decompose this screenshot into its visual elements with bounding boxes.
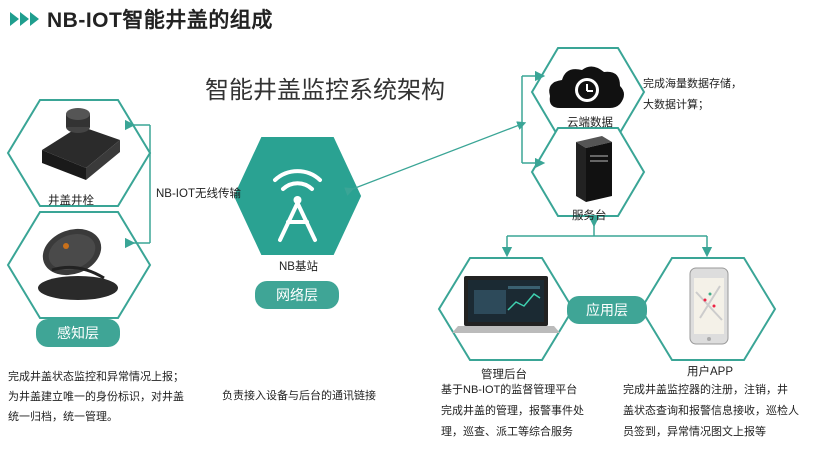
- app-desc-line: 员签到，异常情况图文上报等: [623, 426, 766, 438]
- phone-icon: [689, 267, 729, 345]
- perception-desc-line: 统一归档，统一管理。: [8, 411, 118, 423]
- network-description: 负责接入设备与后台的通讯链接: [222, 390, 376, 402]
- laptop-icon: [452, 276, 560, 333]
- backend-desc-line: 理，巡查、派工等综合服务: [441, 426, 573, 438]
- backend-desc-line: 基于NB-IOT的监督管理平台: [441, 384, 578, 396]
- cloud-desc-line: 大数据计算；: [643, 99, 709, 111]
- perception-bracket: [124, 119, 151, 249]
- server-tower-icon: [576, 136, 612, 202]
- server-label: 服务台: [572, 210, 607, 222]
- cloud-clock-icon: [549, 66, 624, 108]
- cloud-server-bracket: [521, 70, 546, 169]
- antenna-icon: [273, 169, 322, 242]
- cloud-label: 云端数据: [567, 117, 613, 129]
- network-to-cloud-arrow: [344, 121, 527, 196]
- perception-description: 完成井盖状态监控和异常情况上报； 为井盖建立唯一的身份标识，对井盖 统一归档，统…: [8, 367, 184, 427]
- backend-description: 基于NB-IOT的监督管理平台 完成井盖的管理，报警事件处 理，巡查、派工等综合…: [441, 380, 584, 443]
- application-tree-lines: [501, 216, 713, 258]
- perception-layer-badge: 感知层: [36, 319, 120, 347]
- perception-desc-line: 为井盖建立唯一的身份标识，对井盖: [8, 391, 184, 403]
- manhole-cover-device: [38, 228, 118, 300]
- backend-desc-line: 完成井盖的管理，报警事件处: [441, 405, 584, 417]
- title-arrows-icon: [10, 12, 39, 26]
- nb-station-label: NB基站: [279, 261, 318, 273]
- app-description: 完成井盖监控器的注册，注销，井 盖状态查询和报警信息接收，巡检人 员签到，异常情…: [623, 380, 799, 443]
- backend-label: 管理后台: [481, 369, 527, 381]
- manhole-sensor-device: [42, 108, 120, 180]
- app-desc-line: 完成井盖监控器的注册，注销，井: [623, 384, 788, 396]
- page-title: NB-IOT智能井盖的组成: [10, 4, 273, 34]
- application-layer-badge: 应用层: [567, 296, 647, 324]
- cloud-description: 完成海量数据存储， 大数据计算；: [643, 74, 742, 116]
- cloud-desc-line: 完成海量数据存储，: [643, 78, 742, 90]
- network-layer-badge: 网络层: [255, 281, 339, 309]
- architecture-title: 智能井盖监控系统架构: [205, 77, 445, 104]
- perception-desc-line: 完成井盖状态监控和异常情况上报；: [8, 371, 184, 383]
- page-title-text: NB-IOT智能井盖的组成: [47, 9, 273, 32]
- user-app-label: 用户APP: [687, 366, 734, 378]
- manhole-sensor-label: 井盖井栓: [48, 195, 94, 207]
- nb-iot-link-label: NB-IOT无线传输: [156, 188, 241, 200]
- app-desc-line: 盖状态查询和报警信息接收，巡检人: [623, 405, 799, 417]
